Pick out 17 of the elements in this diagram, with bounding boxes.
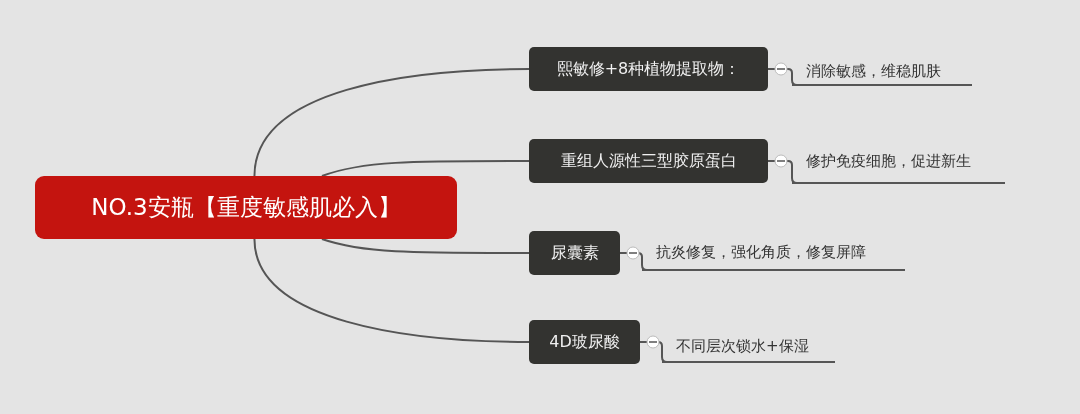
connector-line	[253, 68, 530, 177]
branch-topic-box: 重组人源性三型胶原蛋白	[529, 139, 768, 183]
connector-line	[253, 238, 530, 343]
subtopic-label: 不同层次锁水+保湿	[662, 333, 835, 363]
branch-topic-box: 4D玻尿酸	[529, 320, 640, 364]
central-topic-box: NO.3安瓶【重度敏感肌必入】	[35, 176, 457, 239]
connector-line	[320, 238, 530, 254]
connector-line	[320, 160, 530, 177]
connector-line	[619, 252, 648, 271]
connector-line	[639, 341, 668, 363]
branch-topic-box: 熙敏修+8种植物提取物：	[529, 47, 768, 91]
subtopic-label: 修护免疫细胞，促进新生	[792, 148, 1005, 184]
branch-topic-box: 尿囊素	[529, 231, 620, 275]
subtopic-label: 消除敏感，维稳肌肤	[792, 58, 972, 86]
connector-line	[767, 160, 798, 184]
subtopic-label: 抗炎修复，强化角质，修复屏障	[642, 239, 905, 271]
connector-line	[767, 68, 798, 86]
